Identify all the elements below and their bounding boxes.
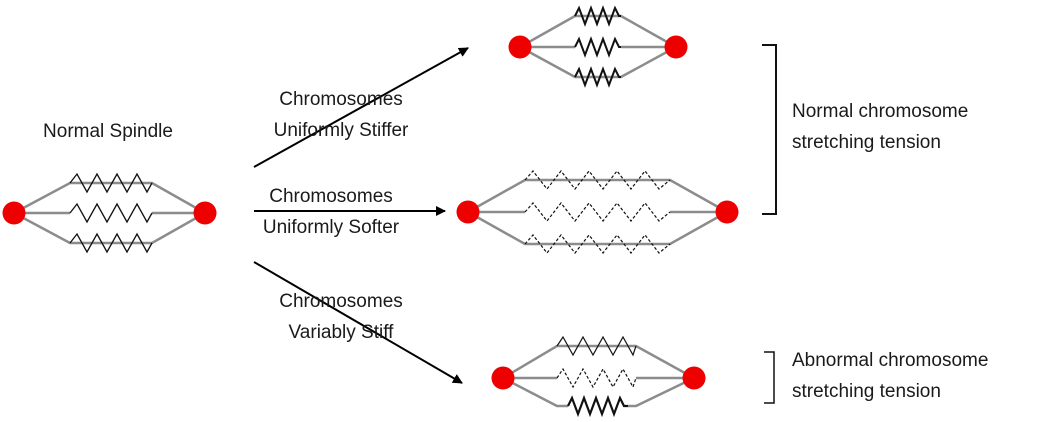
spindle-fiber-outline xyxy=(502,344,695,408)
softer-label-line1: Chromosomes xyxy=(269,186,393,207)
arrow-to-stiffer xyxy=(253,47,469,168)
normal-spindle xyxy=(2,172,217,254)
normal-tension-bracket xyxy=(762,44,777,215)
chromosome-spring-bottom xyxy=(567,394,628,418)
abnormal-tension-bracket xyxy=(764,351,775,404)
normal-tension-line1: Normal chromosome xyxy=(792,101,969,122)
abnormal-tension-label: Abnormal chromosome stretching tension xyxy=(792,345,988,407)
spindle-fiber-outline xyxy=(13,181,206,245)
chromosome-spring-top xyxy=(556,335,637,357)
variable-label-line1: Chromosomes xyxy=(279,291,403,312)
spindle-pole-right xyxy=(193,201,217,225)
chromosome-spring-bottom xyxy=(574,66,621,88)
chromosome-spring-middle xyxy=(524,202,671,222)
softer-spindle xyxy=(456,170,739,254)
variable-spindle xyxy=(491,335,706,418)
chromosome-spring-top xyxy=(574,5,621,27)
chromosome-spring-middle xyxy=(556,367,637,389)
chromosome-spring-middle xyxy=(69,202,153,224)
chromosome-spring-top xyxy=(524,170,671,190)
chromosome-spring-middle xyxy=(574,36,621,58)
spindle-pole-left xyxy=(491,366,515,390)
chromosome-spring-bottom xyxy=(524,234,671,254)
stiffer-label-line2: Uniformly Stiffer xyxy=(273,120,409,141)
stiffer-label-line1: Chromosomes xyxy=(279,89,403,110)
normal-spindle-title: Normal Spindle xyxy=(43,121,173,142)
spindle-pole-right xyxy=(682,366,706,390)
softer-label-line2: Uniformly Softer xyxy=(262,217,400,238)
variable-label-line2: Variably Stiff xyxy=(288,322,394,343)
arrow-to-variable xyxy=(253,261,463,384)
spindle-pole-left xyxy=(508,35,532,59)
abnormal-tension-line1: Abnormal chromosome xyxy=(792,350,989,371)
spindle-pole-right xyxy=(715,200,739,224)
abnormal-tension-line2: stretching tension xyxy=(792,381,941,402)
spindle-pole-right xyxy=(664,35,688,59)
variable-pathway-label: Chromosomes Variably Stiff xyxy=(236,286,446,348)
spindle-pole-left xyxy=(2,201,26,225)
chromosome-spring-bottom xyxy=(69,232,153,254)
spindle-pole-left xyxy=(456,200,480,224)
stiffer-spindle xyxy=(508,5,688,88)
normal-tension-line2: stretching tension xyxy=(792,132,941,153)
stiffer-pathway-label: Chromosomes Uniformly Stiffer xyxy=(236,84,446,146)
spindle-fiber-outline xyxy=(519,14,677,79)
chromosome-spring-top xyxy=(69,172,153,194)
softer-pathway-label: Chromosomes Uniformly Softer xyxy=(226,181,436,243)
normal-tension-label: Normal chromosome stretching tension xyxy=(792,96,968,158)
spindle-fiber-outline xyxy=(467,178,728,246)
